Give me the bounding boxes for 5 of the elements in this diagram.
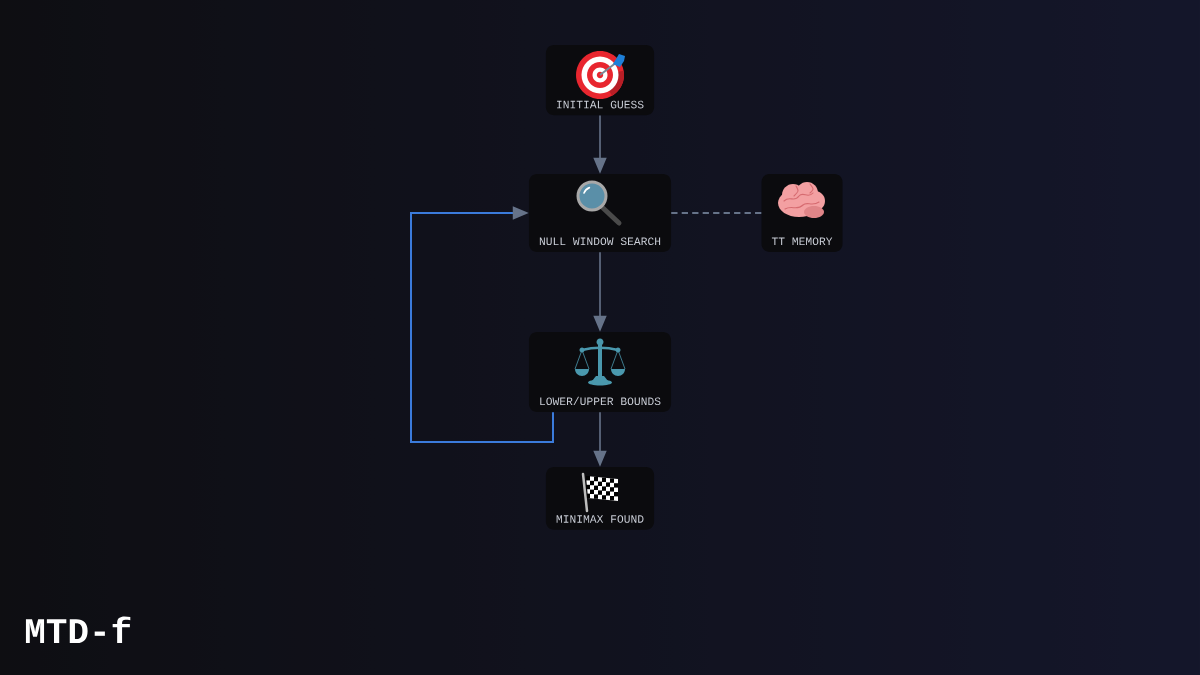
title: MTD-f bbox=[25, 616, 131, 643]
dashed-line bbox=[670, 212, 763, 214]
node-card: NULL WINDOW SEARCH bbox=[528, 174, 672, 252]
arrow bbox=[410, 206, 554, 443]
node-card: LOWER/UPPER BOUNDS bbox=[528, 332, 672, 412]
